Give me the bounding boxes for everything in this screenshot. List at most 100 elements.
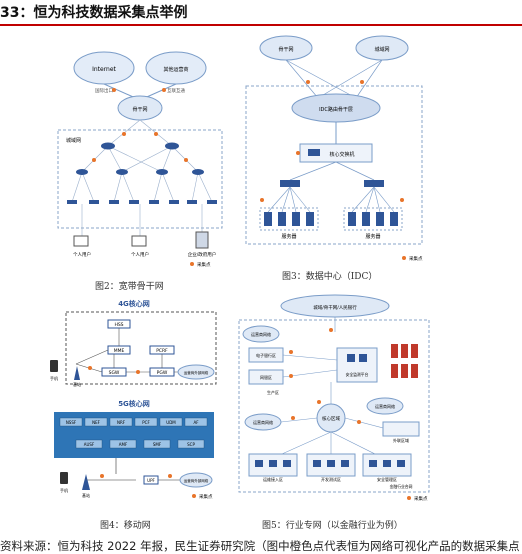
ops-net-label-2: 运营商网络 — [253, 419, 273, 425]
bank-box — [238, 319, 430, 493]
external-zone-box — [382, 421, 420, 437]
upf-label: UPF — [147, 478, 155, 483]
dev-test-label: 开发测试区 — [321, 476, 341, 482]
nf-box — [59, 417, 83, 427]
fig2-panel: Internet 其他运营商 国际出口 互联互通 骨干网 城域网 个人用户 个人… — [42, 30, 228, 270]
metro-box — [57, 129, 223, 229]
nf-box — [75, 439, 103, 449]
ext-net-cloud — [177, 364, 215, 380]
nf-label: NEF — [92, 420, 101, 425]
nf-row-2: AUSF AMF SMF SCP — [75, 439, 205, 449]
ops-zone-label: 运维接入区 — [263, 476, 283, 482]
collection-dot — [162, 88, 166, 92]
collection-dot — [400, 198, 404, 202]
nf-label: SMF — [153, 442, 162, 447]
internet-label: Internet — [92, 66, 116, 73]
pc-icon — [73, 235, 89, 247]
mme-label: MME — [114, 348, 125, 354]
nf-box — [134, 417, 158, 427]
finance-backbone-label: 金融行业合网 — [390, 484, 413, 489]
upf-node — [143, 475, 159, 485]
external-zone-label: 外联区域 — [393, 437, 409, 443]
other-ops-label: 其他运营商 — [163, 66, 188, 73]
nf-label: NSSF — [66, 420, 77, 425]
nf-box — [143, 439, 171, 449]
fig5-diagram: 城域/骨干网/人民银行 运营商网络 电子银行区 网银区 生产区 安全监测平台 核… — [238, 294, 430, 502]
ops-net-cloud-1 — [242, 325, 280, 343]
antenna-icon — [82, 474, 90, 490]
top-cloud-label: 城域/骨干网/人民银行 — [313, 304, 357, 311]
intl-exit-label: 国际出口 — [95, 87, 113, 94]
interconnect-label: 互联互通 — [167, 87, 185, 94]
collection-dot — [136, 370, 140, 374]
pc-icon — [131, 235, 147, 247]
idc-box — [245, 85, 423, 245]
switch-icon — [364, 180, 384, 187]
fig3-mid-links — [289, 161, 375, 181]
nf-label: SCP — [187, 442, 195, 447]
nf-label: NRF — [117, 420, 126, 425]
collection-dot — [88, 366, 92, 370]
metro-routers — [67, 142, 217, 204]
nf-label: PCF — [142, 420, 150, 425]
fig4-diagram: 4G核心网 HSS MME PCRF SGW PGW 运营商外部网络 手机 基站… — [50, 299, 217, 500]
security-platform-label: 安全监测平台 — [346, 372, 369, 377]
server-group — [259, 207, 319, 231]
metro-label: 城域网 — [374, 46, 389, 53]
title-4g: 4G核心网 — [118, 299, 150, 308]
legend-dot — [407, 496, 411, 500]
phone-icon — [50, 360, 58, 372]
fig2-diagram: Internet 其他运营商 国际出口 互联互通 骨干网 城域网 个人用户 个人… — [57, 51, 223, 268]
security-platform-box — [336, 347, 378, 383]
ext-net-cloud-5g — [179, 472, 213, 488]
internet-office-label: 网银区 — [260, 374, 272, 380]
switch-icon — [308, 149, 320, 156]
core-zone-label: 核心区域 — [322, 415, 340, 422]
legend-dot — [192, 494, 196, 498]
fig3-top-links — [285, 59, 383, 99]
phone-label: 手机 — [50, 375, 58, 381]
title-5g: 5G核心网 — [118, 399, 150, 408]
collection-dot — [168, 474, 172, 478]
fig3-diagram: 骨干网 城域网 IDC路由骨干层 核心交换机 服务器 服务器 采集点 — [245, 35, 423, 262]
antenna-icon — [74, 366, 80, 380]
legend-label: 采集点 — [199, 493, 213, 500]
nf-label: UDM — [166, 420, 176, 425]
pc-icons — [255, 460, 405, 467]
rack-icons — [391, 344, 418, 378]
ebank-label: 电子银行区 — [256, 352, 276, 358]
legend-label: 采集点 — [414, 495, 428, 502]
gnb-label: 基站 — [82, 492, 90, 498]
legend-dot — [190, 262, 194, 266]
core-4g-box — [65, 311, 217, 385]
hss-label: HSS — [114, 322, 123, 328]
personal-user-label-2: 个人用户 — [131, 251, 149, 258]
pgw-label: PGW — [157, 370, 168, 376]
server-label-left: 服务器 — [281, 233, 296, 240]
fig3-server-links — [267, 186, 395, 213]
collection-dot — [360, 80, 364, 84]
nf-box — [84, 417, 108, 427]
core-4g-links — [75, 328, 192, 373]
ext-net-label: 运营商外部网络 — [184, 370, 209, 375]
backbone-label: 骨干网 — [132, 107, 147, 113]
switch-icon — [280, 180, 300, 187]
collection-dot — [260, 198, 264, 202]
enb-label: 基站 — [73, 381, 81, 387]
nf-label: AUSF — [84, 442, 95, 447]
ops-net-cloud-3 — [366, 397, 404, 415]
server-label-right: 服务器 — [365, 233, 380, 240]
page-title: 33：恒为科技数据采集点举例 — [0, 5, 188, 21]
sgw-label: SGW — [109, 370, 120, 376]
nf-label: AMF — [119, 442, 128, 447]
legend-label: 采集点 — [409, 255, 423, 262]
collection-dots — [92, 132, 188, 162]
idc-router-label: IDC路由骨干层 — [319, 106, 353, 113]
collection-dot — [306, 80, 310, 84]
pcrf-label: PCRF — [156, 348, 168, 354]
corp-user-label: 企业/政府用户 — [188, 251, 217, 258]
fig5-links — [272, 317, 384, 459]
server-group — [343, 207, 403, 231]
security-mgmt-label: 安全管理区 — [377, 476, 397, 482]
